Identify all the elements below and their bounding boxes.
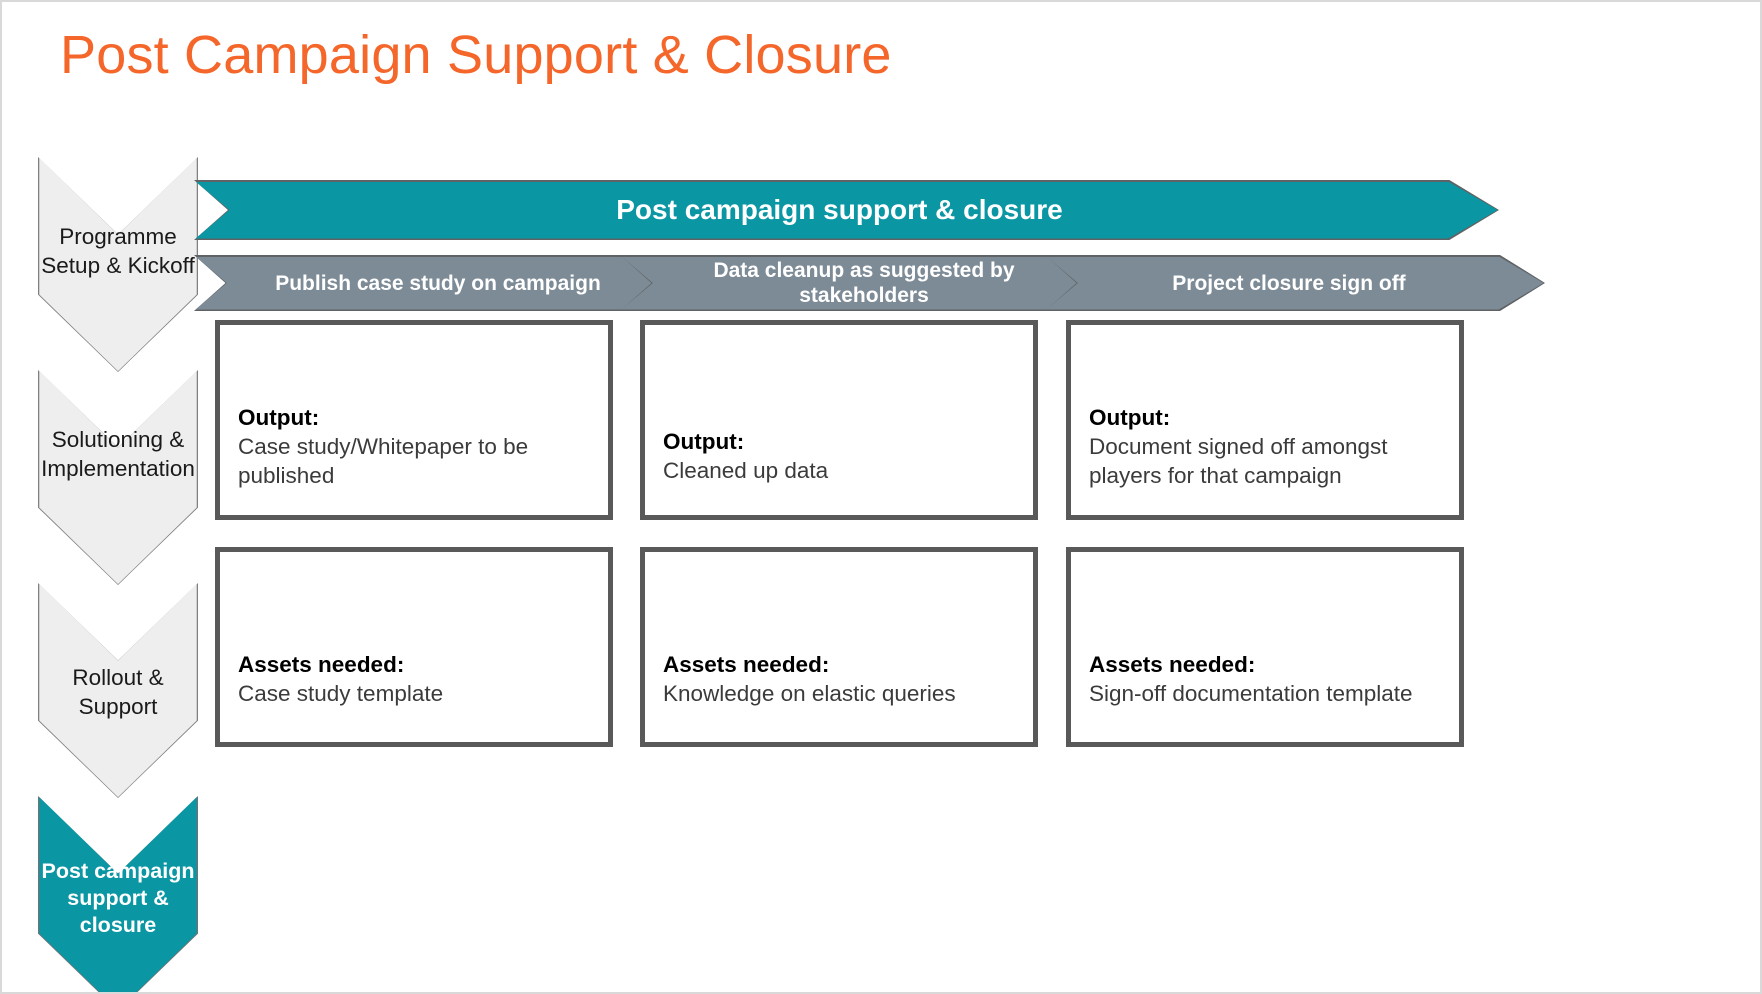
header-arrow-fill — [621, 256, 1119, 310]
header-arrow-fill — [1046, 256, 1544, 310]
assets-box-column-2: Assets needed: Knowledge on elastic quer… — [640, 547, 1038, 747]
column-header-data-cleanup[interactable]: Data cleanup as suggested by stakeholder… — [620, 255, 1120, 311]
column-header-label: Project closure sign off — [1172, 271, 1406, 295]
stage-rail: Programme Setup & Kickoff Solutioning & … — [38, 157, 198, 992]
stage-chevron-post-campaign-closure[interactable]: Post campaign support & closure — [38, 796, 198, 992]
output-label: Output: — [1089, 405, 1171, 430]
output-label: Output: — [238, 405, 320, 430]
output-box-column-1: Output: Case study/Whitepaper to be publ… — [215, 320, 613, 520]
stage-label: Programme Setup & Kickoff — [41, 224, 195, 278]
output-value: Case study/Whitepaper to be published — [238, 434, 529, 488]
output-value: Cleaned up data — [663, 457, 829, 483]
assets-label: Assets needed: — [1089, 651, 1256, 677]
phase-banner: Post campaign support & closure — [194, 180, 1499, 240]
assets-label: Assets needed: — [663, 651, 830, 677]
output-box-column-3: Output: Document signed off amongst play… — [1066, 320, 1464, 520]
output-label: Output: — [663, 428, 745, 454]
column-header-label: Data cleanup as suggested by stakeholder… — [713, 259, 1015, 307]
stage-label-active: Post campaign support & closure — [41, 859, 195, 937]
stage-chevron-programme-setup[interactable]: Programme Setup & Kickoff — [38, 157, 198, 372]
output-box-column-2: Output: Cleaned up data — [640, 320, 1038, 520]
stage-chevron-rollout-support[interactable]: Rollout & Support — [38, 583, 198, 798]
header-arrow-fill — [195, 256, 693, 310]
column-header-label: Publish case study on campaign — [275, 271, 601, 295]
page-title: Post Campaign Support & Closure — [60, 25, 892, 85]
assets-box-column-1: Assets needed: Case study template — [215, 547, 613, 747]
banner-arrow-fill — [195, 181, 1498, 239]
column-header-publish-case-study[interactable]: Publish case study on campaign — [194, 255, 694, 311]
phase-banner-label: Post campaign support & closure — [616, 194, 1063, 225]
stage-chevron-solutioning[interactable]: Solutioning & Implementation — [38, 370, 198, 585]
output-value: Document signed off amongst players for … — [1089, 434, 1388, 488]
assets-value: Sign-off documentation template — [1089, 680, 1413, 706]
assets-box-column-3: Assets needed: Sign-off documentation te… — [1066, 547, 1464, 747]
assets-value: Case study template — [238, 680, 444, 706]
stage-label: Rollout & Support — [72, 665, 164, 719]
assets-value: Knowledge on elastic queries — [663, 680, 956, 706]
assets-label: Assets needed: — [238, 651, 405, 677]
column-header-project-closure[interactable]: Project closure sign off — [1045, 255, 1545, 311]
stage-label: Solutioning & Implementation — [41, 427, 195, 481]
